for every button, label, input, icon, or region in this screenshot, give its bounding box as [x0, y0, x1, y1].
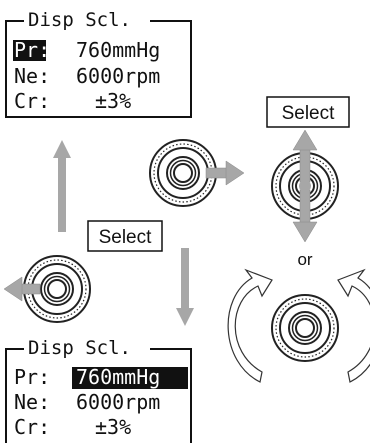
lcd-title: Disp Scl. — [28, 337, 131, 359]
arrow-up-down-icon — [292, 129, 318, 243]
select-label: Select — [282, 103, 336, 124]
row-value-pr: 760mmHg — [76, 38, 160, 62]
arrow-down-icon — [176, 248, 194, 326]
row-label-ne: Ne: — [14, 64, 50, 88]
lcd-screen-bottom: Disp Scl. Pr: 760mmHg Ne: 6000rpm Cr: ±3… — [5, 337, 192, 443]
arrow-left-icon — [3, 276, 41, 302]
row-label-pr: Pr: — [14, 365, 50, 389]
or-label: or — [297, 250, 312, 269]
selection-highlight — [72, 367, 188, 389]
select-label: Select — [99, 227, 153, 248]
lcd-screen-top: Disp Scl. Pr: 760mmHg Ne: 6000rpm Cr: ±3… — [5, 9, 192, 118]
row-value-ne: 6000rpm — [76, 390, 160, 414]
selection-highlight — [13, 40, 46, 61]
row-value-cr: ±3% — [95, 415, 131, 439]
row-value-pr: 760mmHg — [76, 365, 160, 389]
row-label-pr: Pr: — [14, 38, 50, 62]
row-label-cr: Cr: — [14, 415, 50, 439]
select-callout-right: Select — [266, 96, 350, 128]
row-value-cr: ±3% — [95, 89, 131, 113]
row-label-cr: Cr: — [14, 89, 50, 113]
rotate-arrows-icon — [227, 268, 370, 383]
arrow-up-icon — [53, 140, 71, 232]
knob-icon — [271, 294, 339, 362]
lcd-title: Disp Scl. — [28, 9, 131, 31]
row-value-ne: 6000rpm — [76, 64, 160, 88]
row-label-ne: Ne: — [14, 390, 50, 414]
arrow-right-icon — [205, 160, 245, 186]
select-callout-left: Select — [87, 220, 163, 252]
